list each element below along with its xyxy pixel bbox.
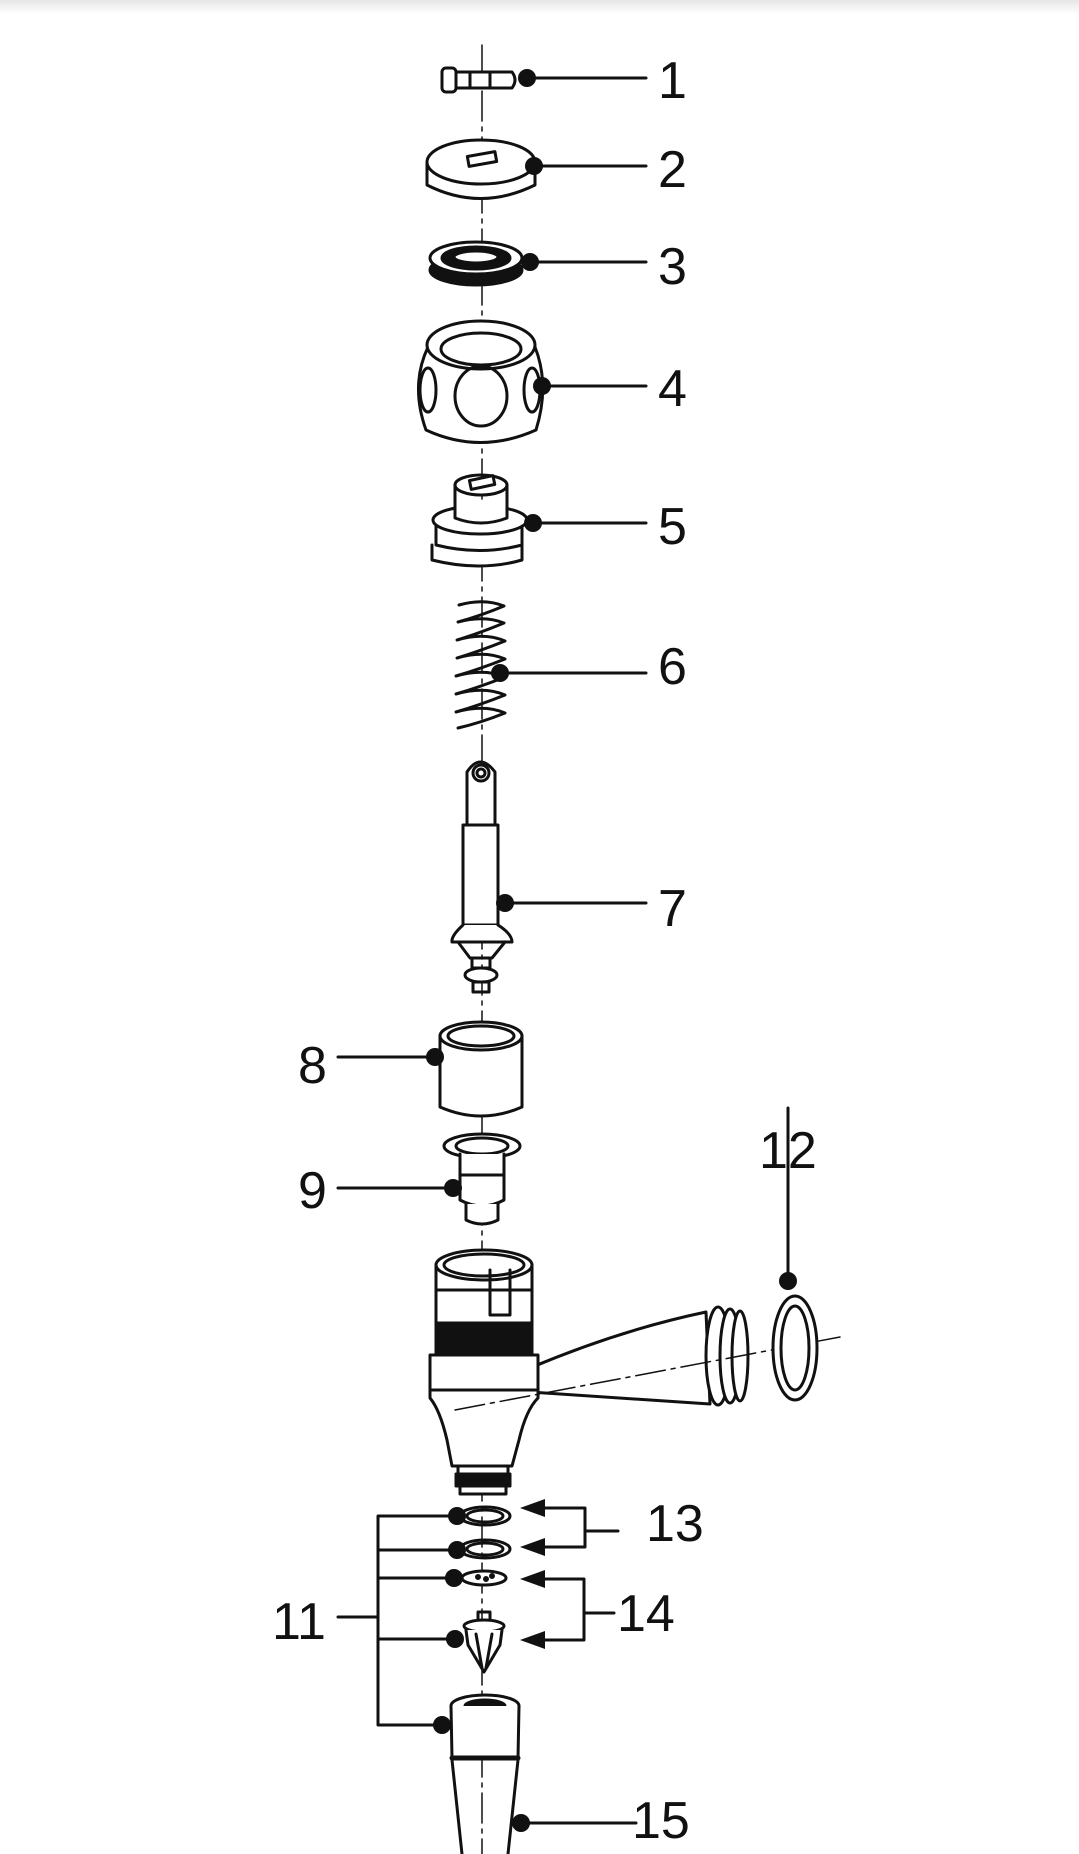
callout-2: 2 [658, 141, 687, 199]
top-shadow-bar [0, 0, 1079, 14]
callout-1: 1 [658, 52, 687, 110]
part-1-screw [440, 66, 517, 94]
callout-11: 11 [272, 1593, 326, 1651]
leader-arrowheads [520, 1499, 545, 1649]
part-12-gasket [771, 1294, 819, 1402]
callout-5: 5 [658, 498, 687, 556]
part-14-disc [460, 1569, 508, 1587]
part-3-washer [428, 240, 524, 287]
part-7-stem [450, 760, 514, 994]
callout-4: 4 [658, 360, 687, 418]
callout-13: 13 [646, 1495, 704, 1553]
part-14-cone-insert [462, 1610, 506, 1674]
part-5-bonnet [430, 473, 529, 568]
callout-9: 9 [298, 1162, 327, 1220]
callout-7: 7 [658, 880, 687, 938]
part-13-o-ring-a [458, 1505, 512, 1527]
callout-15: 15 [632, 1792, 690, 1850]
part-8-sleeve [438, 1020, 524, 1118]
part-13-o-ring-b [458, 1538, 512, 1560]
part-4-knob [417, 319, 545, 444]
part-15-nozzle [449, 1693, 521, 1854]
leader-lines [336, 76, 790, 1825]
part-9-seat [442, 1132, 522, 1226]
callout-14: 14 [617, 1585, 675, 1643]
callout-12: 12 [759, 1122, 817, 1180]
leader-dots [426, 69, 797, 1832]
part-6-spring [454, 600, 507, 730]
callout-3: 3 [658, 238, 687, 296]
callout-6: 6 [658, 638, 687, 696]
part-2-cap [425, 138, 537, 200]
callout-8: 8 [298, 1037, 327, 1095]
